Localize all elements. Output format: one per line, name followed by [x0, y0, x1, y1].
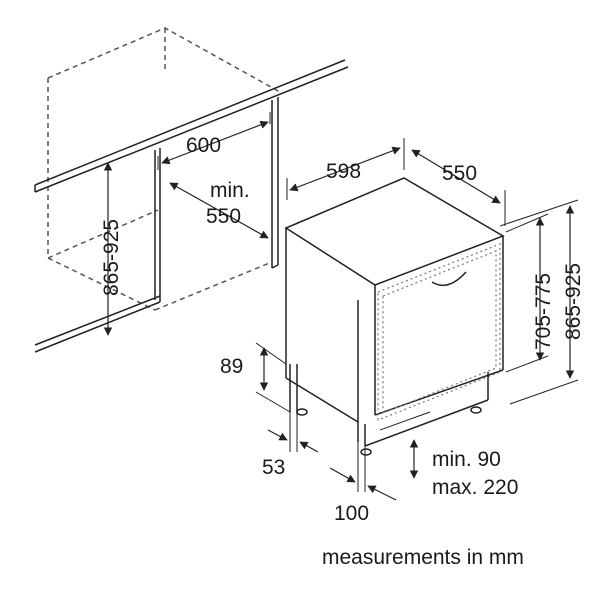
door-handle [431, 271, 467, 287]
dim-appliance-height: 705-775 [505, 213, 555, 373]
right-cabinet-panel [271, 97, 279, 269]
label-plinth-max: max. 220 [432, 476, 518, 499]
label-appliance-width: 598 [326, 160, 361, 183]
dim-foot-offset: 53 [262, 412, 319, 479]
dishwasher-body [284, 177, 505, 423]
label-plinth-height: 89 [220, 355, 243, 378]
dim-niche-height: 865-925 [100, 162, 123, 336]
dim-plinth-range: min. 90 max. 220 [379, 411, 518, 499]
dim-niche-depth: min. 550 [169, 179, 269, 239]
wall-cabinet-outline [47, 27, 281, 311]
plinth [289, 364, 489, 447]
dim-bottom-offset: 100 [329, 442, 397, 525]
label-appliance-depth: 550 [442, 162, 477, 185]
label-appliance-height: 705-775 [532, 273, 555, 350]
dim-niche-width: 600 [157, 112, 271, 170]
label-bottom-offset: 100 [334, 502, 369, 525]
label-niche-depth-value: 550 [206, 205, 241, 228]
dim-plinth-height: 89 [220, 342, 291, 413]
footer-caption: measurements in mm [322, 546, 524, 569]
label-foot-offset: 53 [262, 456, 285, 479]
door-panel [377, 243, 501, 421]
dim-appliance-width: 598 [286, 138, 405, 200]
label-niche-width: 600 [186, 134, 221, 157]
dim-overall-height: 865-925 [499, 199, 585, 405]
label-niche-height: 865-925 [100, 219, 123, 296]
label-niche-depth-min: min. [210, 179, 250, 202]
worktop [34, 59, 349, 193]
feet [296, 406, 482, 456]
niche-floor-outline [154, 261, 273, 311]
label-overall-height: 865-925 [562, 263, 585, 340]
dim-appliance-depth: 550 [411, 149, 506, 226]
label-plinth-min: min. 90 [432, 448, 501, 471]
left-cabinet-panel [34, 148, 161, 353]
